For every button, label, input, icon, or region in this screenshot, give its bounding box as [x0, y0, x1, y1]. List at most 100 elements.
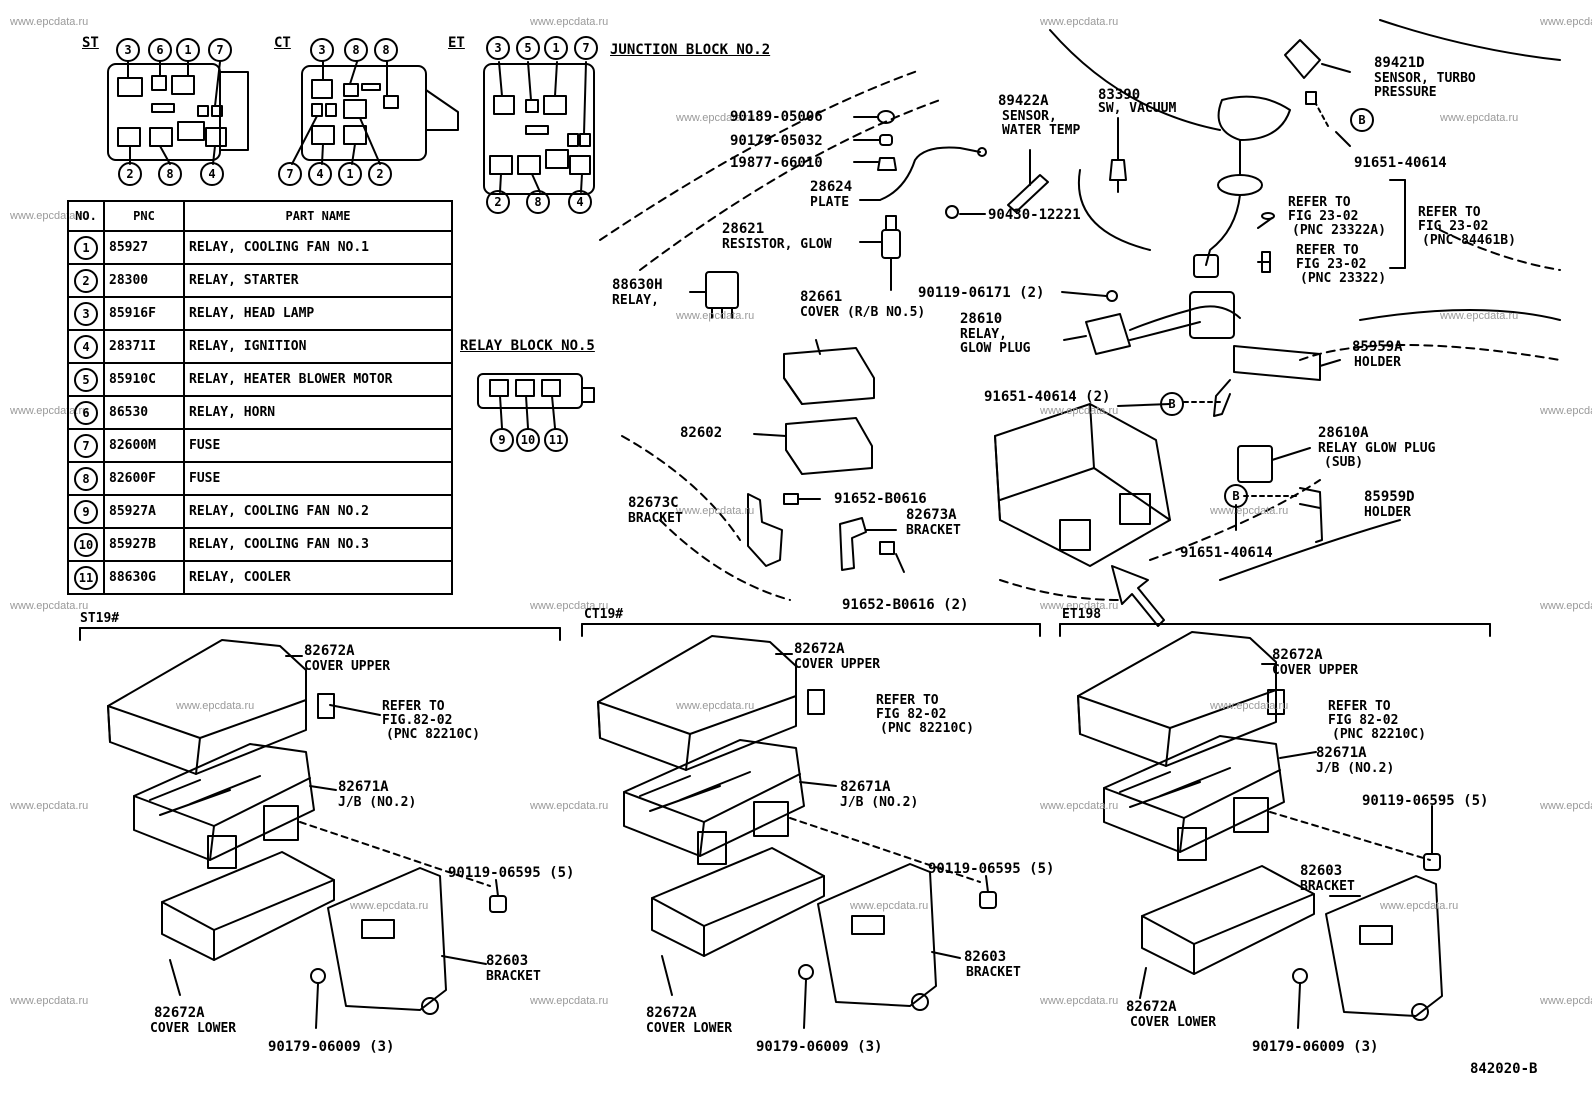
position-number: 11 — [544, 428, 568, 452]
b-reference-marker: B — [1160, 392, 1184, 416]
et-cover-lower: 82672A — [1126, 999, 1177, 1015]
st-assembly-drawing — [107, 639, 507, 1015]
row-number: 6 — [74, 400, 98, 425]
st-cover-upper-name: COVER UPPER — [304, 659, 391, 674]
refer-23322a-line2: FIG 23-02 — [1288, 209, 1359, 224]
callout-28610a-name-2: (SUB) — [1324, 455, 1364, 470]
callout-89422a-name-2: WATER TEMP — [1002, 123, 1081, 138]
watermark: www.epcdata.ru — [676, 112, 755, 124]
position-number: 1 — [338, 162, 362, 186]
callout-90430-12221: 90430-12221 — [988, 207, 1081, 223]
section-title-ct: CT19# — [584, 607, 624, 622]
row-number: 5 — [74, 367, 98, 392]
section-title-st: ST19# — [80, 611, 120, 626]
watermark: www.epcdata.ru — [1540, 405, 1592, 417]
st-cover-lower: 82672A — [154, 1005, 205, 1021]
et-block-label: ET — [448, 35, 465, 51]
ct-relay-block-drawing — [291, 61, 459, 165]
pnc-cell: 85927B — [103, 527, 185, 562]
engine-bay-outline — [599, 19, 1561, 601]
part-name-cell: RELAY, COOLING FAN NO.1 — [183, 230, 453, 265]
ct-cover-lower-name: COVER LOWER — [646, 1021, 733, 1036]
row-number-cell: 11 — [67, 560, 105, 595]
row-number: 4 — [74, 334, 98, 359]
row-number: 8 — [74, 466, 98, 491]
callout-85959d: 85959D — [1364, 489, 1415, 505]
watermark: www.epcdata.ru — [350, 900, 429, 912]
row-number-cell: 5 — [67, 362, 105, 397]
st-refer-line3: (PNC 82210C) — [386, 727, 480, 742]
watermark: www.epcdata.ru — [10, 995, 89, 1007]
ct-refer-line1: REFER TO — [876, 693, 939, 708]
callout-90179-05032: 90179-05032 — [730, 133, 823, 149]
watermark: www.epcdata.ru — [530, 600, 609, 612]
parts-table-header: NO. PNC PART NAME — [67, 200, 453, 232]
row-number-cell: 2 — [67, 263, 105, 298]
callout-89422a: 89422A — [998, 93, 1049, 109]
part-name-cell: RELAY, HEAD LAMP — [183, 296, 453, 331]
callout-28624-name: PLATE — [810, 195, 850, 210]
ct-refer-line2: FIG 82-02 — [876, 707, 947, 722]
position-number: 2 — [486, 190, 510, 214]
et-relay-block-drawing — [483, 61, 595, 195]
row-number: 3 — [74, 301, 98, 326]
part-name-cell: FUSE — [183, 428, 453, 463]
watermark: www.epcdata.ru — [1540, 600, 1592, 612]
relay-block-5-title: RELAY BLOCK NO.5 — [460, 338, 595, 354]
ct-jb-name: J/B (NO.2) — [840, 795, 919, 810]
row-number: 7 — [74, 433, 98, 458]
position-number: 4 — [568, 190, 592, 214]
callout-28610-name: RELAY, — [960, 327, 1007, 342]
header-pnc: PNC — [103, 200, 185, 232]
pnc-cell: 28371I — [103, 329, 185, 364]
part-name-cell: RELAY, IGNITION — [183, 329, 453, 364]
callout-19877-66010: 19877-66010 — [730, 155, 823, 171]
callout-88630h: 88630H — [612, 277, 663, 293]
callout-91651-40614-2: 91651-40614 (2) — [984, 389, 1111, 405]
callout-28624: 28624 — [810, 179, 853, 195]
part-name-cell: RELAY, STARTER — [183, 263, 453, 298]
watermark: www.epcdata.ru — [1380, 900, 1459, 912]
section-title-et: ET198 — [1062, 607, 1102, 622]
row-number: 10 — [74, 532, 98, 557]
callout-91651-40614-3: 91651-40614 — [1180, 545, 1273, 561]
st-cover-lower-name: COVER LOWER — [150, 1021, 237, 1036]
callout-28621: 28621 — [722, 221, 765, 237]
row-number-cell: 1 — [67, 230, 105, 265]
callout-88630h-name: RELAY, — [612, 293, 659, 308]
watermark: www.epcdata.ru — [1040, 800, 1119, 812]
row-number: 1 — [74, 235, 98, 260]
pnc-cell: 85927 — [103, 230, 185, 265]
st-block-label: ST — [82, 35, 99, 51]
callout-28610-name-2: GLOW PLUG — [960, 341, 1031, 356]
position-number: 8 — [374, 38, 398, 62]
ct-jb: 82671A — [840, 779, 891, 795]
callout-83390: 83390 — [1098, 87, 1141, 103]
pnc-cell: 85927A — [103, 494, 185, 529]
st-refer-line1: REFER TO — [382, 699, 445, 714]
ct-block-label: CT — [274, 35, 291, 51]
et-refer-line3: (PNC 82210C) — [1332, 727, 1426, 742]
et-jb: 82671A — [1316, 745, 1367, 761]
st-cover-upper: 82672A — [304, 643, 355, 659]
watermark: www.epcdata.ru — [1040, 600, 1119, 612]
position-number: 4 — [200, 162, 224, 186]
watermark: www.epcdata.ru — [1540, 995, 1592, 1007]
ct-refer-line3: (PNC 82210C) — [880, 721, 974, 736]
pnc-cell: 28300 — [103, 263, 185, 298]
row-number-cell: 3 — [67, 296, 105, 331]
callout-28610: 28610 — [960, 311, 1003, 327]
watermark: www.epcdata.ru — [1210, 505, 1289, 517]
row-number-cell: 10 — [67, 527, 105, 562]
refer-23322-line2: FIG 23-02 — [1296, 257, 1367, 272]
pnc-cell: 85910C — [103, 362, 185, 397]
callout-89421d-name-2: PRESSURE — [1374, 85, 1437, 100]
st-nut: 90179-06009 (3) — [268, 1039, 395, 1055]
part-name-cell: RELAY, COOLING FAN NO.3 — [183, 527, 453, 562]
